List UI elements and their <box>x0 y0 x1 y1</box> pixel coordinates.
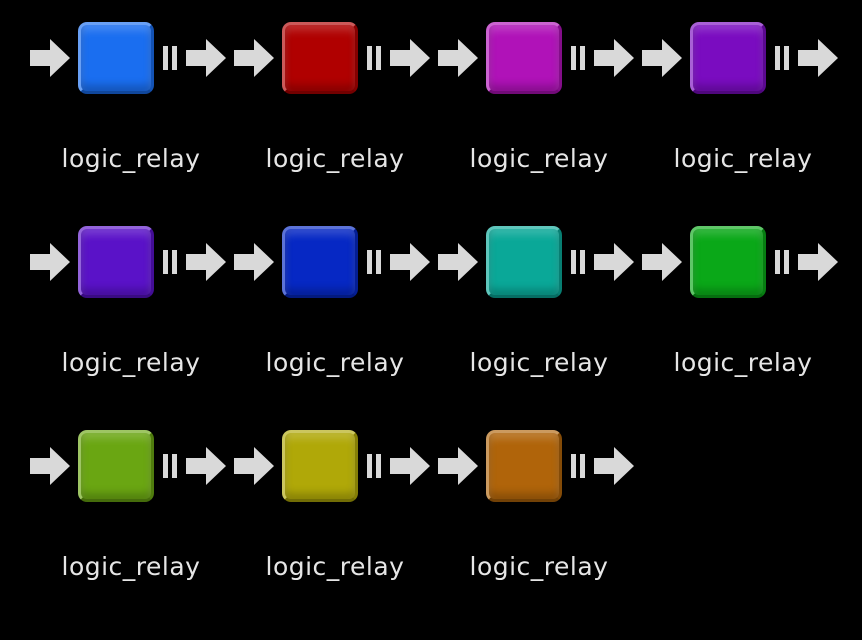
output-arrow-icon <box>796 240 840 284</box>
logic-relay-entity[interactable]: logic_relay <box>640 22 846 222</box>
output-arrow-icon <box>388 240 432 284</box>
input-arrow-icon <box>436 240 480 284</box>
output-arrow-icon <box>592 444 636 488</box>
input-arrow-icon <box>640 36 684 80</box>
entity-color-box[interactable] <box>690 22 766 94</box>
output-bars-icon <box>571 250 591 274</box>
logic-relay-entity[interactable]: logic_relay <box>28 22 234 222</box>
entity-color-box[interactable] <box>78 22 154 94</box>
logic-relay-entity[interactable]: logic_relay <box>28 226 234 426</box>
output-arrow-icon <box>388 36 432 80</box>
output-arrow-icon <box>184 444 228 488</box>
input-arrow-icon <box>436 444 480 488</box>
logic-relay-entity[interactable]: logic_relay <box>436 226 642 426</box>
logic-relay-entity[interactable]: logic_relay <box>232 430 438 630</box>
entity-color-box[interactable] <box>282 22 358 94</box>
entity-label: logic_relay <box>61 348 201 377</box>
input-arrow-icon <box>232 240 276 284</box>
input-arrow-icon <box>28 36 72 80</box>
entity-color-box[interactable] <box>690 226 766 298</box>
entity-label: logic_relay <box>469 552 609 581</box>
output-arrow-icon <box>184 36 228 80</box>
output-bars-icon <box>163 46 183 70</box>
output-bars-icon <box>571 454 591 478</box>
output-bars-icon <box>367 46 387 70</box>
entity-label: logic_relay <box>673 348 813 377</box>
input-arrow-icon <box>436 36 480 80</box>
output-bars-icon <box>571 46 591 70</box>
output-bars-icon <box>775 46 795 70</box>
entity-label: logic_relay <box>265 144 405 173</box>
output-bars-icon <box>163 250 183 274</box>
entity-label: logic_relay <box>673 144 813 173</box>
entity-label: logic_relay <box>61 144 201 173</box>
logic-relay-entity[interactable]: logic_relay <box>28 430 234 630</box>
entity-color-box[interactable] <box>486 22 562 94</box>
entity-color-box[interactable] <box>486 430 562 502</box>
output-arrow-icon <box>184 240 228 284</box>
output-arrow-icon <box>388 444 432 488</box>
input-arrow-icon <box>232 444 276 488</box>
entity-label: logic_relay <box>469 348 609 377</box>
output-arrow-icon <box>592 240 636 284</box>
output-bars-icon <box>367 250 387 274</box>
input-arrow-icon <box>28 240 72 284</box>
logic-relay-entity[interactable]: logic_relay <box>232 226 438 426</box>
logic-relay-entity[interactable]: logic_relay <box>232 22 438 222</box>
entity-color-box[interactable] <box>282 226 358 298</box>
output-bars-icon <box>163 454 183 478</box>
output-bars-icon <box>775 250 795 274</box>
output-arrow-icon <box>592 36 636 80</box>
entity-label: logic_relay <box>265 552 405 581</box>
entity-label: logic_relay <box>61 552 201 581</box>
entity-label: logic_relay <box>469 144 609 173</box>
logic-relay-entity[interactable]: logic_relay <box>640 226 846 426</box>
output-arrow-icon <box>796 36 840 80</box>
output-bars-icon <box>367 454 387 478</box>
entity-color-box[interactable] <box>282 430 358 502</box>
logic-relay-entity[interactable]: logic_relay <box>436 22 642 222</box>
entity-label: logic_relay <box>265 348 405 377</box>
entity-color-box[interactable] <box>78 226 154 298</box>
input-arrow-icon <box>28 444 72 488</box>
input-arrow-icon <box>640 240 684 284</box>
input-arrow-icon <box>232 36 276 80</box>
entity-color-box[interactable] <box>486 226 562 298</box>
logic-relay-entity[interactable]: logic_relay <box>436 430 642 630</box>
entity-color-box[interactable] <box>78 430 154 502</box>
